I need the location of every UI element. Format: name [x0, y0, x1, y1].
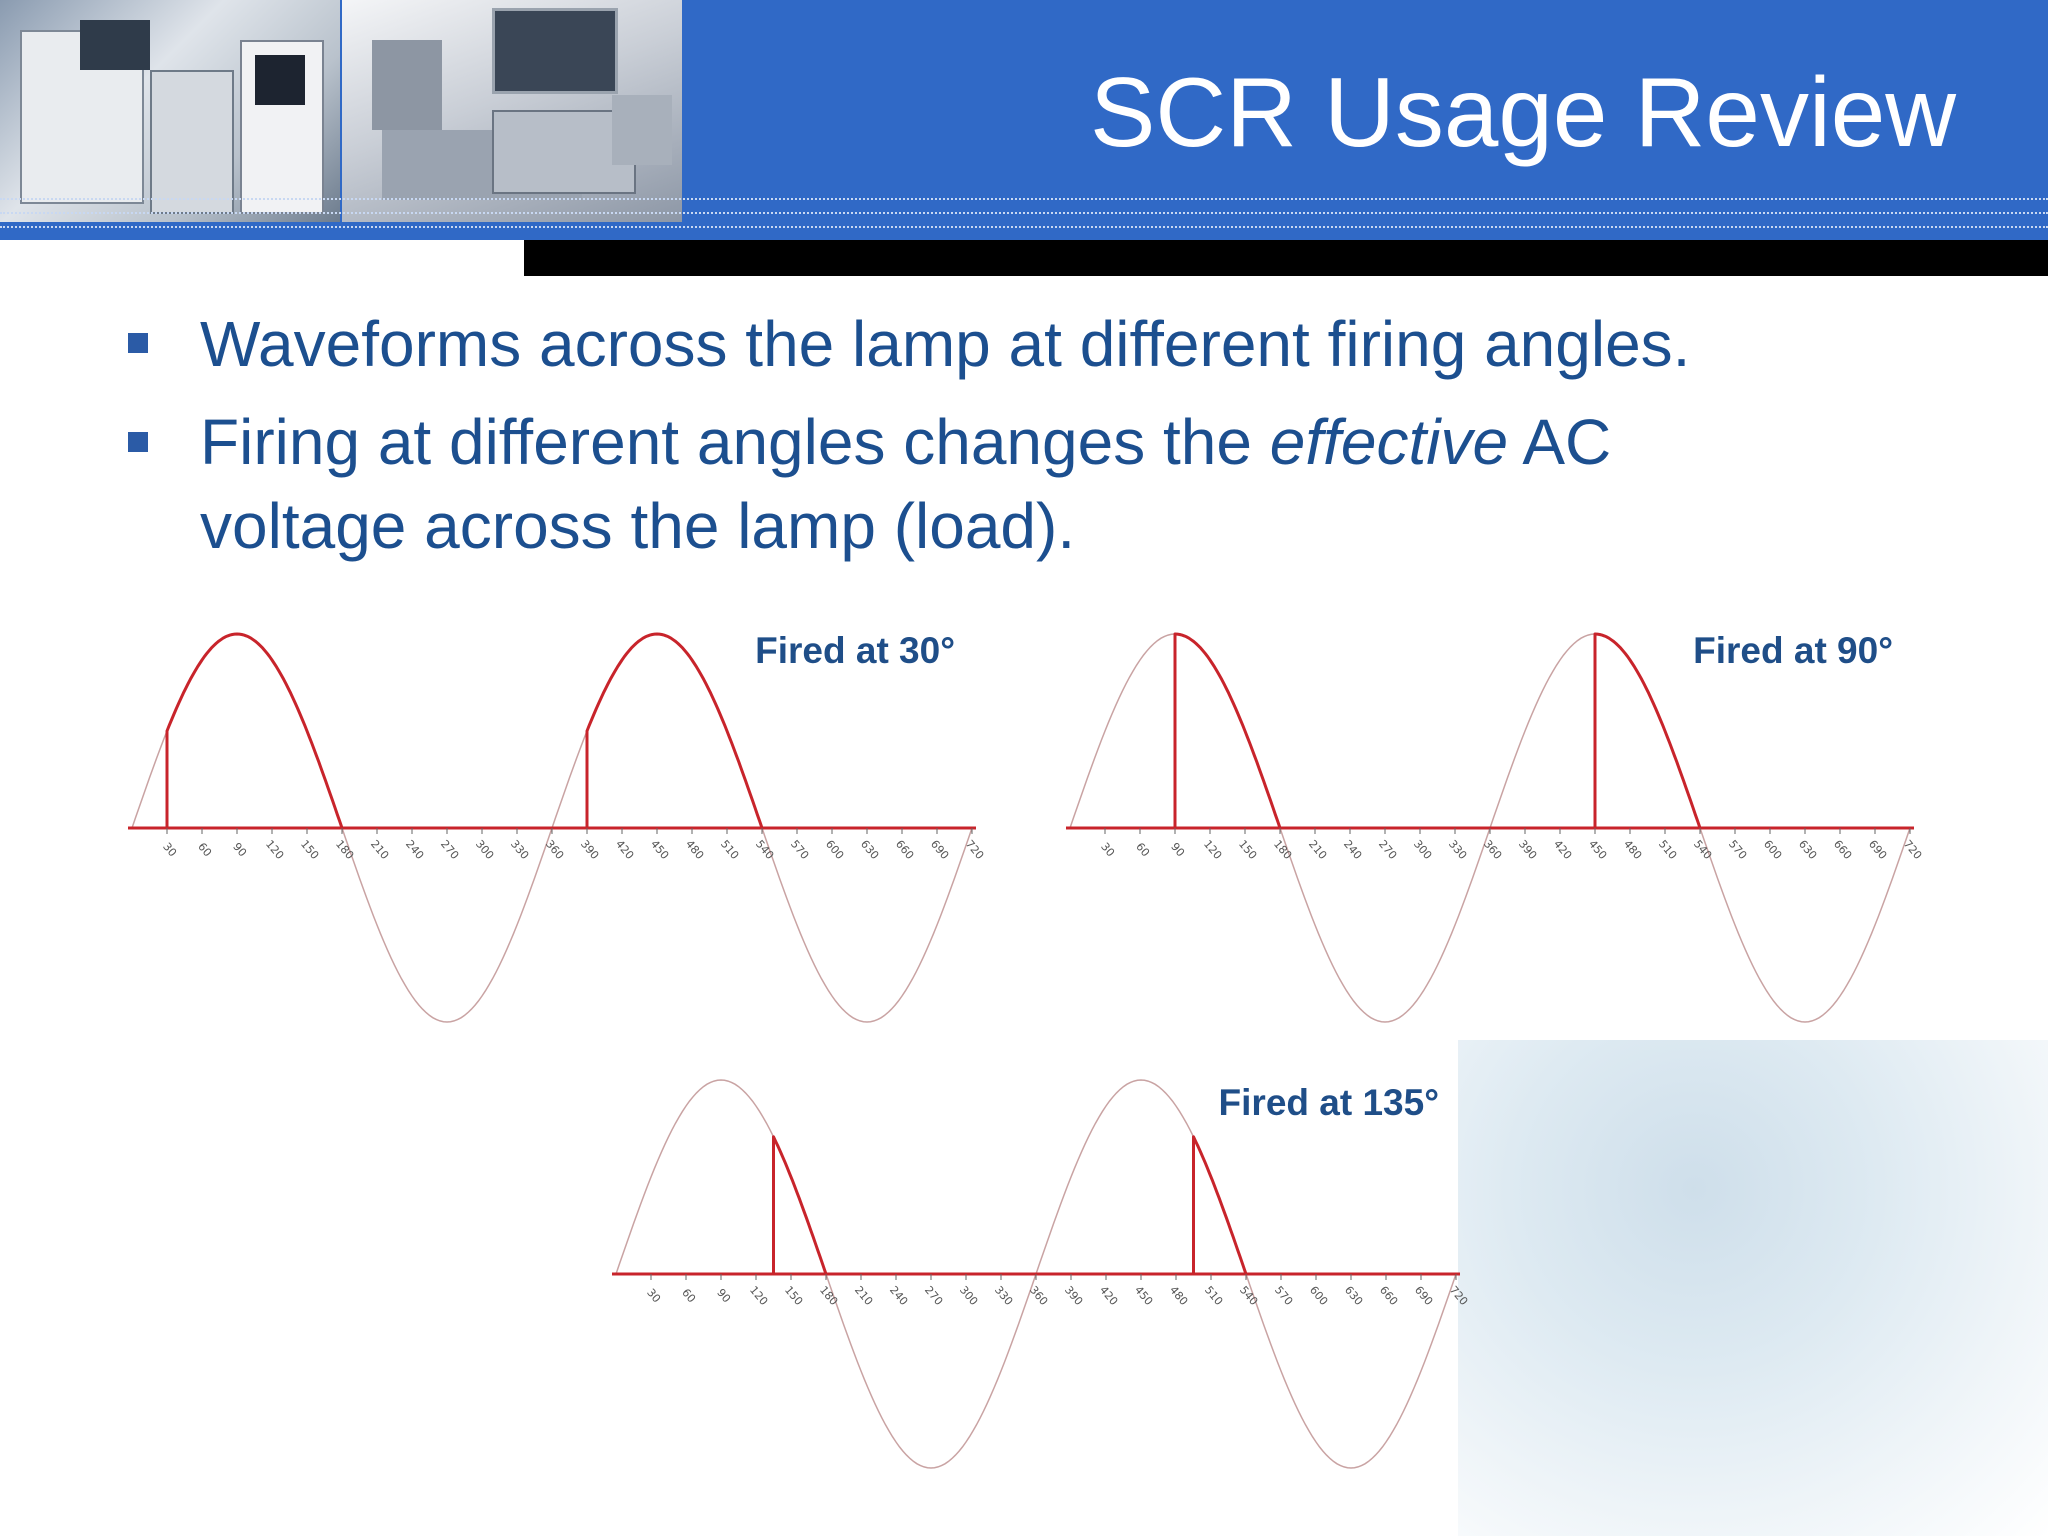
x-tick-label: 720: [963, 838, 986, 862]
x-tick-label: 510: [1656, 838, 1679, 862]
slide-header: SCR Usage Review: [0, 0, 2048, 240]
x-tick-label: 570: [1726, 838, 1749, 862]
x-tick-label: 390: [1062, 1284, 1085, 1308]
x-tick-label: 30: [644, 1286, 663, 1305]
x-tick-label: 480: [1167, 1284, 1190, 1308]
lamp-voltage-line: [772, 1135, 828, 1275]
x-tick-label: 300: [957, 1284, 980, 1308]
x-tick-label: 630: [1796, 838, 1819, 862]
bullet-2-text-b: AC: [1508, 406, 1612, 478]
x-tick-label: 90: [1168, 840, 1187, 859]
bullet-1: Waveforms across the lamp at different f…: [200, 302, 1840, 386]
x-tick-label: 360: [1481, 838, 1504, 862]
header-notch: [0, 240, 524, 254]
bullet-2-emphasis: effective: [1269, 406, 1509, 478]
header-divider: [0, 226, 2048, 228]
lamp-voltage-line: [585, 632, 764, 829]
lamp-voltage-line: [1593, 632, 1702, 829]
x-tick-label: 630: [1342, 1284, 1365, 1308]
x-tick-label: 240: [887, 1284, 910, 1308]
x-tick-label: 60: [679, 1286, 698, 1305]
x-tick-label: 450: [1586, 838, 1609, 862]
x-tick-label: 210: [852, 1284, 875, 1308]
x-tick-label: 600: [1307, 1284, 1330, 1308]
x-tick-label: 120: [747, 1284, 770, 1308]
bullet-marker: [128, 432, 148, 452]
x-tick-label: 600: [1761, 838, 1784, 862]
x-tick-label: 90: [714, 1286, 733, 1305]
x-tick-label: 720: [1447, 1284, 1470, 1308]
x-tick-label: 660: [1377, 1284, 1400, 1308]
bullet-marker: [128, 333, 148, 353]
bullet-1-text: Waveforms across the lamp at different f…: [200, 308, 1691, 380]
bullet-2-text-a: Firing at different angles changes the: [200, 406, 1270, 478]
header-accent-bar: [524, 240, 2048, 276]
plc-equipment-photo: [0, 0, 340, 222]
x-tick-label: 330: [1446, 838, 1469, 862]
x-tick-label: 690: [1412, 1284, 1435, 1308]
x-tick-label: 630: [858, 838, 881, 862]
background-watermark-image: [1458, 1040, 2048, 1536]
x-tick-label: 480: [1621, 838, 1644, 862]
x-tick-label: 570: [1272, 1284, 1295, 1308]
slide-title: SCR Usage Review: [1090, 57, 1956, 167]
x-tick-label: 300: [1411, 838, 1434, 862]
x-tick-label: 360: [543, 838, 566, 862]
x-tick-label: 420: [1551, 838, 1574, 862]
hmi-equipment-photo: [342, 0, 682, 222]
x-tick-label: 660: [893, 838, 916, 862]
header-divider: [0, 198, 2048, 200]
x-tick-label: 120: [1201, 838, 1224, 862]
x-tick-label: 240: [1341, 838, 1364, 862]
x-tick-label: 150: [298, 838, 321, 862]
x-tick-label: 390: [578, 838, 601, 862]
x-tick-label: 510: [718, 838, 741, 862]
x-tick-label: 450: [1132, 1284, 1155, 1308]
x-tick-label: 90: [230, 840, 249, 859]
chart-title: Fired at 135°: [1219, 1082, 1439, 1123]
x-tick-label: 480: [683, 838, 706, 862]
x-tick-label: 720: [1901, 838, 1924, 862]
x-tick-label: 150: [1236, 838, 1259, 862]
x-tick-label: 330: [992, 1284, 1015, 1308]
x-tick-label: 120: [263, 838, 286, 862]
x-tick-label: 420: [1097, 1284, 1120, 1308]
chart-title: Fired at 90°: [1693, 630, 1893, 671]
x-tick-label: 210: [368, 838, 391, 862]
x-tick-label: 360: [1027, 1284, 1050, 1308]
lamp-voltage-line: [165, 632, 344, 829]
x-tick-label: 150: [782, 1284, 805, 1308]
x-tick-label: 510: [1202, 1284, 1225, 1308]
x-tick-label: 420: [613, 838, 636, 862]
chart-title: Fired at 30°: [755, 630, 955, 671]
lamp-voltage-line: [1192, 1135, 1248, 1275]
x-tick-label: 390: [1516, 838, 1539, 862]
x-tick-label: 660: [1831, 838, 1854, 862]
x-tick-label: 30: [160, 840, 179, 859]
header-divider: [0, 212, 2048, 214]
x-tick-label: 690: [928, 838, 951, 862]
x-tick-label: 60: [195, 840, 214, 859]
x-tick-label: 330: [508, 838, 531, 862]
x-tick-label: 270: [438, 838, 461, 862]
x-tick-label: 210: [1306, 838, 1329, 862]
lamp-voltage-line: [1173, 632, 1282, 829]
x-tick-label: 270: [922, 1284, 945, 1308]
x-tick-label: 570: [788, 838, 811, 862]
bullet-2: Firing at different angles changes the e…: [200, 400, 1840, 568]
x-tick-label: 690: [1866, 838, 1889, 862]
x-tick-label: 600: [823, 838, 846, 862]
x-tick-label: 270: [1376, 838, 1399, 862]
x-tick-label: 60: [1133, 840, 1152, 859]
x-tick-label: 450: [648, 838, 671, 862]
x-tick-label: 300: [473, 838, 496, 862]
bullet-2-text-c: voltage across the lamp (load).: [200, 490, 1076, 562]
x-tick-label: 30: [1098, 840, 1117, 859]
x-tick-label: 240: [403, 838, 426, 862]
